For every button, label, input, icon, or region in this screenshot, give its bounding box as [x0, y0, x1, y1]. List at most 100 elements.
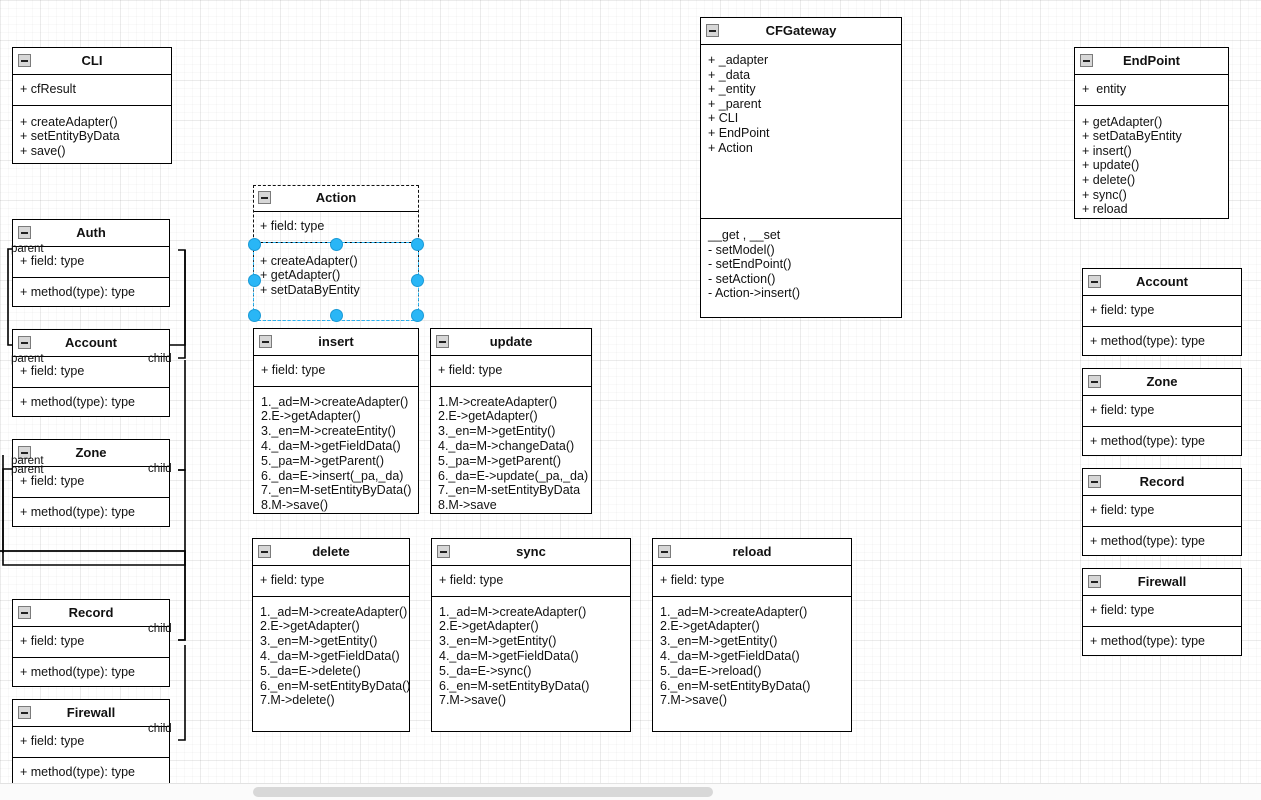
collapse-minus-icon[interactable]	[706, 24, 719, 37]
resize-handle-s[interactable]	[330, 309, 343, 322]
resize-handle-e[interactable]	[411, 274, 424, 287]
collapse-minus-icon[interactable]	[1088, 375, 1101, 388]
class-title-firewall-right: Firewall	[1083, 569, 1241, 596]
class-box-firewall-left[interactable]: Firewall + field: type + method(type): t…	[12, 699, 170, 787]
horizontal-scrollbar-thumb[interactable]	[253, 787, 713, 797]
attribute-row: + EndPoint	[708, 125, 770, 140]
collapse-minus-icon[interactable]	[259, 335, 272, 348]
class-attributes-account-right: + field: type	[1083, 296, 1241, 327]
method-row: + getAdapter()	[260, 268, 341, 283]
class-name-record-left: Record	[68, 605, 114, 620]
step-row: 5._pa=M->getParent()	[438, 453, 561, 468]
collapse-minus-icon[interactable]	[18, 54, 31, 67]
collapse-minus-icon[interactable]	[1080, 54, 1093, 67]
collapse-minus-icon[interactable]	[436, 335, 449, 348]
class-box-account-left[interactable]: Account + field: type + method(type): ty…	[12, 329, 170, 417]
step-row: 3._en=M->getEntity()	[438, 424, 556, 439]
collapse-minus-icon[interactable]	[437, 545, 450, 558]
class-box-insert[interactable]: insert + field: type 1._ad=M->createAdap…	[253, 328, 419, 514]
step-row: 4._da=M->getFieldData()	[439, 648, 579, 663]
step-row: 7.M->save()	[660, 693, 728, 708]
attribute-row: + field: type	[1090, 403, 1155, 417]
class-box-zone-left[interactable]: Zone + field: type + method(type): type	[12, 439, 170, 527]
class-methods-cli: + createAdapter() + setEntityByData + sa…	[13, 106, 171, 168]
class-methods-firewall-left: + method(type): type	[13, 758, 169, 788]
collapse-minus-icon[interactable]	[18, 706, 31, 719]
step-row: 2.E->getAdapter()	[261, 409, 361, 424]
horizontal-scrollbar[interactable]	[0, 783, 1261, 800]
class-methods-endpoint: + getAdapter() + setDataByEntity + inser…	[1075, 106, 1228, 226]
class-box-reload[interactable]: reload + field: type 1._ad=M->createAdap…	[652, 538, 852, 732]
class-box-action[interactable]: Action + field: type + createAdapter() +…	[253, 185, 419, 321]
collapse-minus-icon[interactable]	[18, 336, 31, 349]
class-box-cfgateway[interactable]: CFGateway + _adapter + _data + _entity +…	[700, 17, 902, 318]
class-box-firewall-right[interactable]: Firewall + field: type + method(type): t…	[1082, 568, 1242, 656]
collapse-minus-icon[interactable]	[18, 606, 31, 619]
class-box-endpoint[interactable]: EndPoint + entity + getAdapter() + setDa…	[1074, 47, 1229, 219]
step-row: 3._en=M->getEntity()	[660, 634, 778, 649]
step-row: 7._en=M-setEntityByData()	[261, 483, 412, 498]
class-box-zone-right[interactable]: Zone + field: type + method(type): type	[1082, 368, 1242, 456]
class-title-record-left: Record	[13, 600, 169, 627]
attribute-row: + field: type	[1090, 303, 1155, 317]
class-attributes-update: + field: type	[431, 356, 591, 387]
method-row: - Action->insert()	[708, 286, 801, 301]
class-box-auth[interactable]: Auth + field: type + method(type): type	[12, 219, 170, 307]
method-row: + method(type): type	[20, 284, 135, 299]
attribute-row: + field: type	[1090, 603, 1155, 617]
collapse-minus-icon[interactable]	[1088, 275, 1101, 288]
class-box-delete[interactable]: delete + field: type 1._ad=M->createAdap…	[252, 538, 410, 732]
class-box-cli[interactable]: CLI + cfResult + createAdapter() + setEn…	[12, 47, 172, 164]
step-row: 7.M->save()	[439, 693, 507, 708]
class-title-account-right: Account	[1083, 269, 1241, 296]
class-methods-action[interactable]: + createAdapter() + getAdapter() + setDa…	[253, 243, 419, 307]
collapse-minus-icon[interactable]	[658, 545, 671, 558]
attribute-row: + field: type	[260, 219, 325, 233]
step-row: 6._da=E->insert(_pa,_da)	[261, 468, 404, 483]
resize-handle-ne[interactable]	[411, 238, 424, 251]
collapse-minus-icon[interactable]	[18, 446, 31, 459]
class-box-record-left[interactable]: Record + field: type + method(type): typ…	[12, 599, 170, 687]
class-methods-account-left: + method(type): type	[13, 388, 169, 418]
resize-handle-w[interactable]	[248, 274, 261, 287]
attribute-row: + entity	[1082, 82, 1127, 96]
step-row: 5._da=E->delete()	[260, 663, 361, 678]
class-name-cli: CLI	[81, 53, 103, 68]
class-box-sync[interactable]: sync + field: type 1._ad=M->createAdapte…	[431, 538, 631, 732]
class-steps-insert: 1._ad=M->createAdapter() 2.E->getAdapter…	[254, 387, 418, 521]
step-row: 8.M->save	[438, 498, 497, 513]
step-row: 6._en=M-setEntityByData()	[660, 678, 811, 693]
class-box-update[interactable]: update + field: type 1.M->createAdapter(…	[430, 328, 592, 514]
collapse-minus-icon[interactable]	[258, 191, 271, 204]
resize-handle-sw[interactable]	[248, 309, 261, 322]
class-attributes-cfgateway: + _adapter + _data + _entity + _parent +…	[701, 45, 901, 219]
attribute-row: + cfResult	[20, 82, 76, 96]
class-steps-sync: 1._ad=M->createAdapter() 2.E->getAdapter…	[432, 597, 630, 717]
attribute-row: + _data	[708, 67, 751, 82]
step-row: 5._pa=M->getParent()	[261, 453, 384, 468]
collapse-minus-icon[interactable]	[18, 226, 31, 239]
method-row: - setEndPoint()	[708, 257, 792, 272]
class-attributes-record-right: + field: type	[1083, 496, 1241, 527]
attribute-row: + field: type	[660, 573, 725, 587]
class-attributes-firewall-right: + field: type	[1083, 596, 1241, 627]
class-title-firewall-left: Firewall	[13, 700, 169, 727]
collapse-minus-icon[interactable]	[1088, 475, 1101, 488]
collapse-minus-icon[interactable]	[1088, 575, 1101, 588]
resize-handle-se[interactable]	[411, 309, 424, 322]
collapse-minus-icon[interactable]	[258, 545, 271, 558]
method-row: + save()	[20, 143, 66, 158]
class-box-record-right[interactable]: Record + field: type + method(type): typ…	[1082, 468, 1242, 556]
method-row: + method(type): type	[1090, 533, 1205, 548]
attribute-row: + field: type	[20, 254, 85, 268]
method-row: + setEntityByData	[20, 129, 120, 144]
method-row: - setModel()	[708, 242, 775, 257]
class-name-reload: reload	[732, 544, 772, 559]
resize-handle-n[interactable]	[330, 238, 343, 251]
attribute-row: + field: type	[1090, 503, 1155, 517]
step-row: 4._da=M->getFieldData()	[260, 648, 400, 663]
resize-handle-nw[interactable]	[248, 238, 261, 251]
class-box-account-right[interactable]: Account + field: type + method(type): ty…	[1082, 268, 1242, 356]
class-attributes-auth: + field: type	[13, 247, 169, 278]
